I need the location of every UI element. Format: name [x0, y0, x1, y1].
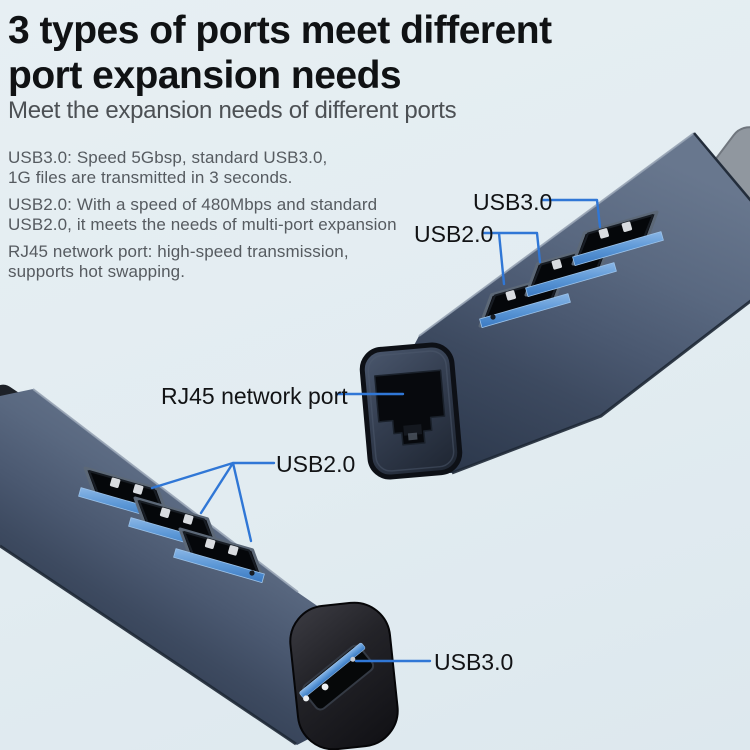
- feature-line: 1G files are transmitted in 3 seconds.: [8, 168, 293, 187]
- feature-line: supports hot swapping.: [8, 262, 186, 281]
- callout-usb3-top: USB3.0: [473, 189, 553, 215]
- feature-line: USB2.0: With a speed of 480Mbps and stan…: [8, 195, 378, 214]
- hub-top-body: [404, 133, 750, 473]
- usb2-port-2: [524, 241, 618, 299]
- leader-bottom-usb2: [150, 461, 276, 543]
- hub-bottom-body: [0, 389, 345, 745]
- usb2-port-3: [77, 466, 171, 524]
- rj45-socket: [374, 369, 446, 446]
- callout-usb2-bottom: USB2.0: [276, 451, 356, 477]
- usb2-port-4: [127, 496, 221, 554]
- callout-usb2-top: USB2.0: [414, 221, 494, 247]
- usb3-port: [571, 210, 665, 268]
- cable-boot-top: [699, 126, 750, 214]
- usb3-end-socket: [299, 642, 375, 711]
- led-indicator-bottom: [249, 570, 255, 576]
- rj45-end-cap: [359, 342, 463, 480]
- cable-boot-bottom: [0, 384, 37, 442]
- hub-render-bottom: [0, 384, 399, 750]
- callout-rj45: RJ45 network port: [161, 383, 348, 409]
- page-subtitle: Meet the expansion needs of different po…: [8, 97, 457, 124]
- led-indicator-top: [490, 314, 496, 320]
- callout-usb3-bottom: USB3.0: [434, 649, 514, 675]
- feature-usb2: USB2.0: With a speed of 480Mbps and stan…: [8, 195, 438, 235]
- page-title: 3 types of ports meet different port exp…: [8, 8, 708, 98]
- title-line-2: port expansion needs: [8, 54, 402, 97]
- title-line-1: 3 types of ports meet different: [8, 9, 552, 52]
- feature-line: USB3.0: Speed 5Gbsp, standard USB3.0,: [8, 148, 328, 167]
- usb2-port-1: [478, 272, 572, 330]
- usb2-port-5: [172, 527, 266, 585]
- feature-list: USB3.0: Speed 5Gbsp, standard USB3.0, 1G…: [8, 148, 438, 289]
- feature-line: USB2.0, it meets the needs of multi-port…: [8, 215, 397, 234]
- feature-line: RJ45 network port: high-speed transmissi…: [8, 242, 349, 261]
- feature-usb3: USB3.0: Speed 5Gbsp, standard USB3.0, 1G…: [8, 148, 438, 188]
- feature-rj45: RJ45 network port: high-speed transmissi…: [8, 242, 438, 282]
- usb3-end-cap: [289, 601, 399, 750]
